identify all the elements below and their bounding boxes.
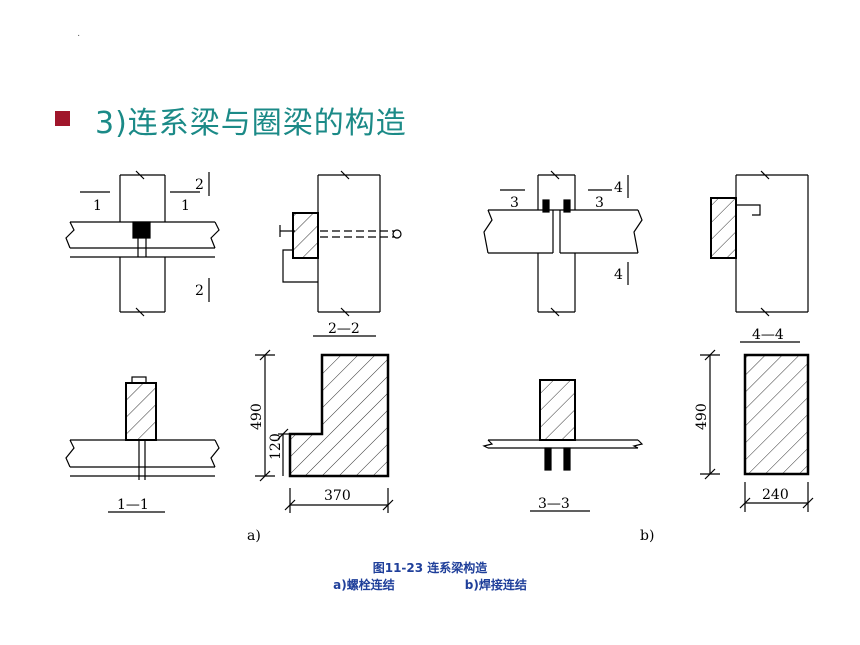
label-s3-left: 3 bbox=[510, 195, 519, 211]
label-s2-bottom: 2 bbox=[195, 283, 204, 299]
l-section bbox=[255, 349, 394, 513]
caption-part-a: a)螺栓连结 bbox=[333, 578, 395, 592]
bullet-square-icon bbox=[55, 111, 70, 126]
elevation-bolt bbox=[65, 170, 220, 317]
dim-240: 240 bbox=[762, 487, 789, 503]
dim-120: 120 bbox=[268, 433, 284, 460]
label-s1-right: 1 bbox=[181, 198, 190, 214]
label-s4-bottom: 4 bbox=[614, 267, 623, 283]
part-label-a: a) bbox=[247, 528, 261, 544]
figure-caption-parts: a)螺栓连结 b)焊接连结 bbox=[0, 576, 860, 593]
dim-490-a: 490 bbox=[249, 403, 265, 430]
elevation-weld bbox=[483, 170, 643, 317]
label-s2-top: 2 bbox=[195, 177, 204, 193]
label-s3-right: 3 bbox=[595, 195, 604, 211]
label-cut-4-4: 4—4 bbox=[752, 327, 784, 343]
rect-section bbox=[700, 349, 814, 512]
figure-caption-title: 图11-23 连系梁构造 bbox=[372, 561, 488, 575]
caption-part-b: b)焊接连结 bbox=[464, 578, 527, 592]
stray-dot: · bbox=[77, 30, 81, 41]
hatched-concrete bbox=[125, 197, 810, 478]
part-label-b: b) bbox=[640, 528, 654, 544]
label-s1-left: 1 bbox=[93, 198, 102, 214]
label-cut-3-3: 3—3 bbox=[538, 496, 570, 512]
dim-490-b: 490 bbox=[694, 403, 710, 430]
slide-title: 3)连系梁与圈梁的构造 bbox=[95, 106, 407, 141]
drawing-lines bbox=[65, 170, 814, 513]
label-cut-2-2: 2—2 bbox=[328, 321, 360, 337]
label-s4-top: 4 bbox=[614, 180, 623, 196]
label-cut-1-1: 1—1 bbox=[117, 497, 149, 513]
dim-370: 370 bbox=[324, 488, 351, 504]
